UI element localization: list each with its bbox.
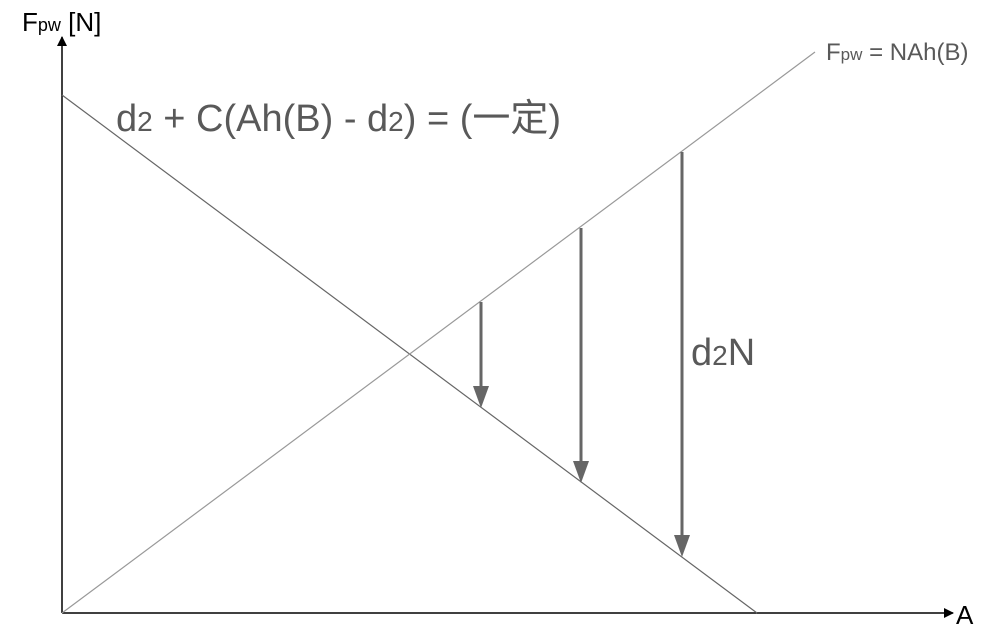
difference-arrow	[573, 228, 589, 483]
y-axis-label: Fpw [N]	[22, 7, 101, 37]
equation-decreasing: d2 + C(Ah(B) - d2) = (一定)	[116, 98, 561, 140]
difference-arrow	[674, 152, 690, 557]
arrow-label: d2N	[691, 332, 755, 374]
x-axis-label: A	[956, 600, 974, 630]
increasing-line	[61, 51, 816, 614]
difference-arrow	[473, 302, 489, 408]
equation-increasing: Fpw = NAh(B)	[826, 39, 968, 66]
